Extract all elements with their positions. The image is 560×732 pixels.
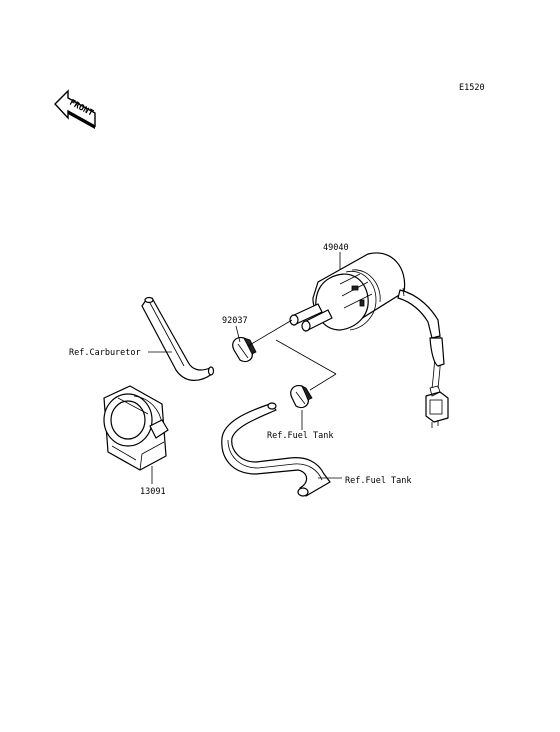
fuel-pump-part (289, 252, 449, 428)
callout-clamp: 92037 (222, 316, 248, 326)
bracket-part (103, 385, 169, 471)
callout-ref-fuel-tank-1: Ref.Fuel Tank (267, 431, 334, 441)
callout-fuel-pump: 49040 (323, 243, 349, 253)
leader-lines (148, 252, 342, 484)
callout-ref-carburetor: Ref.Carburetor (69, 348, 141, 358)
clamp-part-upper (232, 337, 257, 363)
callout-bracket: 13091 (140, 487, 166, 497)
clamp-part-lower (290, 385, 313, 409)
front-arrow-icon: FRONT (54, 89, 96, 129)
callout-ref-fuel-tank-2: Ref.Fuel Tank (345, 476, 412, 486)
diagram-code: E1520 (459, 83, 485, 93)
fuel-tank-hose-part (221, 402, 331, 497)
carburetor-hose-part (141, 296, 215, 381)
